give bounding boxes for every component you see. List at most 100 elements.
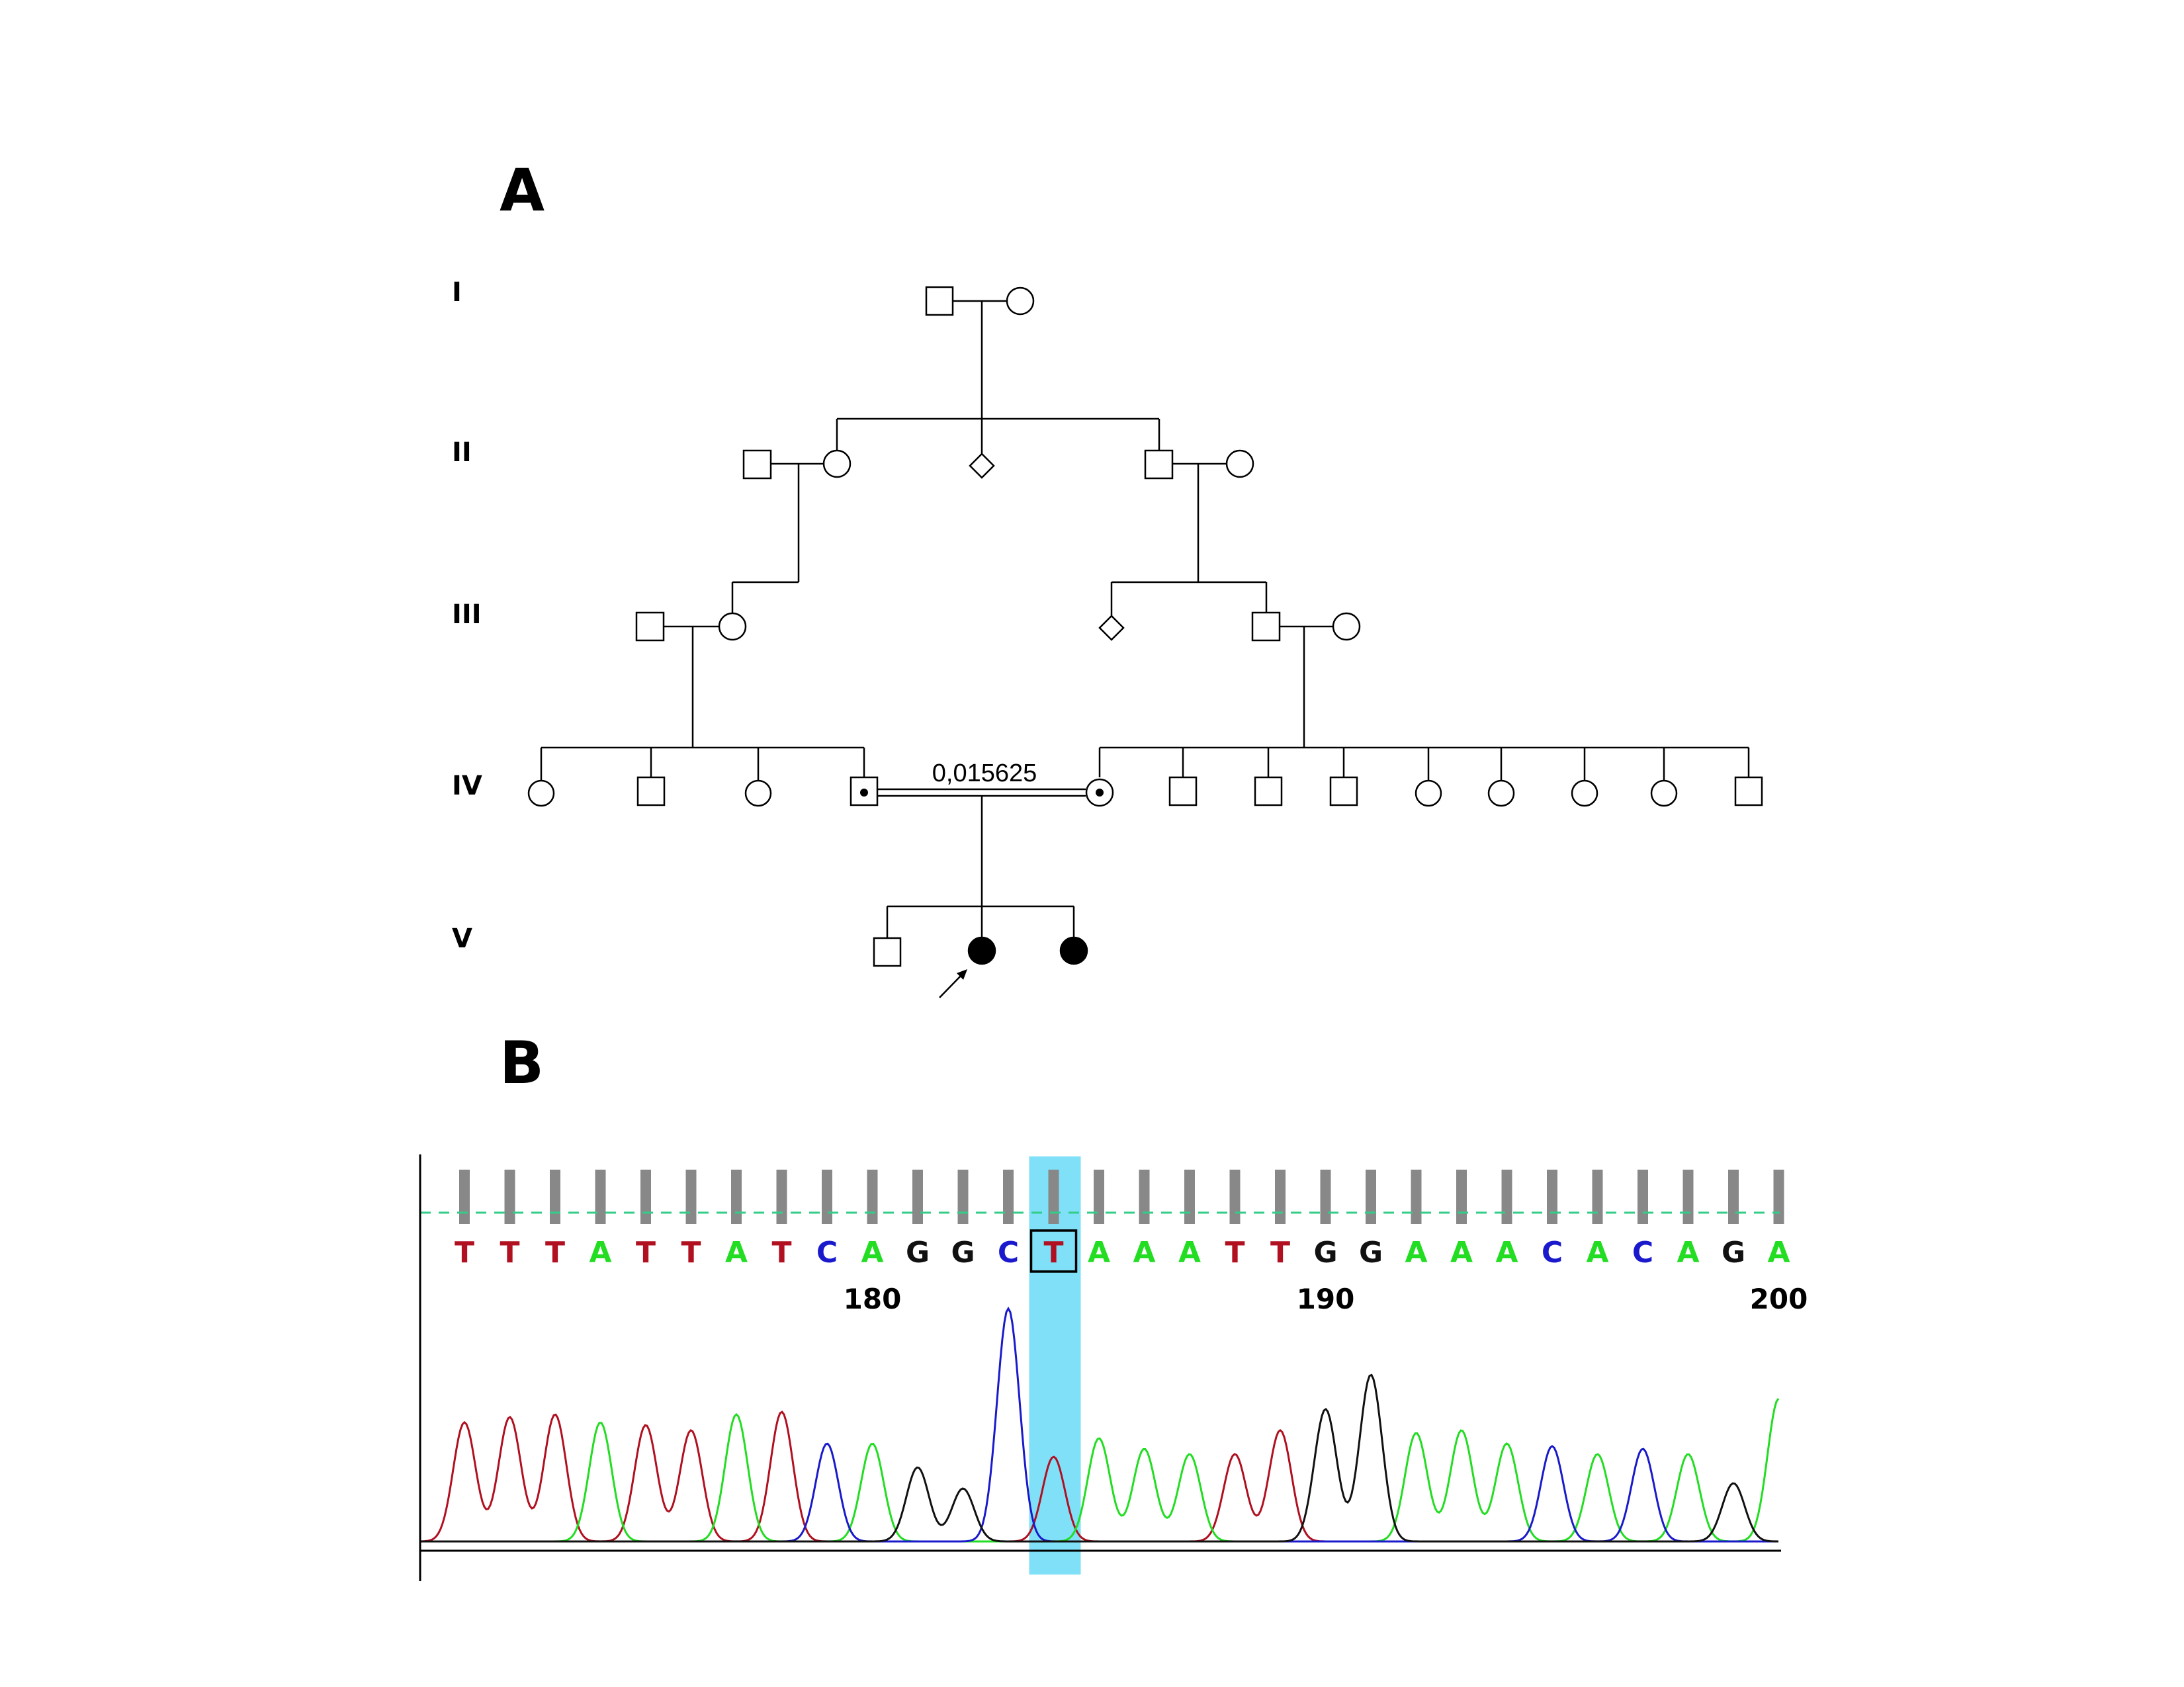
base-call: A: [1767, 1236, 1790, 1270]
base-call: C: [1632, 1236, 1653, 1270]
female-iv-1: [527, 779, 555, 807]
male-ii-1: [742, 449, 772, 480]
panel-a-label: A: [500, 156, 545, 224]
proband-arrow-icon: [939, 969, 967, 998]
base-call: T: [771, 1236, 791, 1270]
base-call: A: [725, 1236, 748, 1270]
unknown-sex-ii-3: [969, 453, 995, 479]
quality-bar: [1682, 1170, 1694, 1224]
quality-bar: [1229, 1170, 1241, 1224]
generation-label-i: I: [452, 277, 462, 308]
base-call: G: [906, 1236, 930, 1270]
quality-bar: [1456, 1170, 1467, 1224]
base-call: A: [861, 1236, 883, 1270]
quality-bar: [504, 1170, 515, 1224]
male-iii-4: [1251, 611, 1281, 642]
affected-female-proband: [967, 936, 996, 965]
trace-c: [421, 1306, 1778, 1543]
base-call: A: [1495, 1236, 1518, 1270]
base-call: C: [816, 1236, 838, 1270]
quality-bar: [731, 1170, 742, 1224]
quality-bar: [867, 1170, 878, 1224]
quality-bar: [1320, 1170, 1331, 1224]
quality-bar: [912, 1170, 923, 1224]
quality-bar: [1003, 1170, 1014, 1224]
position-label: 190: [1297, 1283, 1355, 1315]
female-i-2: [1006, 286, 1035, 316]
carrier-dot-icon: [860, 789, 868, 797]
pedigree-lines: [540, 300, 1750, 938]
base-call: A: [1178, 1236, 1201, 1270]
base-call: A: [589, 1236, 611, 1270]
quality-bar: [1094, 1170, 1104, 1224]
quality-bar: [1547, 1170, 1557, 1224]
base-call: G: [1359, 1236, 1383, 1270]
base-call: T: [1225, 1236, 1245, 1270]
base-call: T: [455, 1236, 474, 1270]
male-iv-2: [636, 776, 666, 806]
unknown-sex-iii-3: [1098, 615, 1125, 641]
male-iv-6: [1168, 776, 1198, 806]
carrier-dot-icon: [1096, 789, 1104, 797]
base-call: T: [636, 1236, 656, 1270]
base-call: G: [951, 1236, 975, 1270]
female-iv-3: [744, 779, 772, 807]
quality-bar: [550, 1170, 560, 1224]
panel-b-label: B: [500, 1029, 544, 1097]
quality-bar: [1501, 1170, 1512, 1224]
male-v-1: [873, 937, 902, 967]
generation-label-v: V: [452, 924, 472, 954]
generation-label-ii: II: [452, 437, 472, 468]
quality-bar: [822, 1170, 832, 1224]
trace-g: [421, 1373, 1779, 1543]
position-label: 180: [844, 1283, 902, 1315]
quality-bar: [957, 1170, 969, 1224]
consanguinity-coefficient: 0,015625: [932, 759, 1037, 787]
base-call: T: [545, 1236, 565, 1270]
base-call: A: [1088, 1236, 1110, 1270]
female-iv-12: [1650, 779, 1678, 807]
quality-bar: [1275, 1170, 1286, 1224]
quality-bar: [1411, 1170, 1422, 1224]
base-call: C: [998, 1236, 1019, 1270]
quality-bar: [1728, 1170, 1739, 1224]
carrier-male-iv-4: [850, 776, 879, 806]
quality-bar: [1184, 1170, 1195, 1224]
male-iv-8: [1329, 776, 1358, 806]
male-iv-7: [1254, 776, 1283, 806]
position-label: 200: [1750, 1283, 1808, 1315]
base-call: A: [1677, 1236, 1699, 1270]
base-call: A: [1133, 1236, 1155, 1270]
base-call: A: [1450, 1236, 1473, 1270]
quality-bar: [1773, 1170, 1784, 1224]
base-call: T: [500, 1236, 519, 1270]
male-i-1: [925, 286, 954, 316]
female-iv-11: [1571, 779, 1598, 807]
generation-label-iv: IV: [452, 771, 482, 801]
chromatogram-traces: [420, 1306, 1780, 1543]
quality-bar: [640, 1170, 651, 1224]
male-ii-4: [1144, 449, 1174, 480]
trace-t: [420, 1410, 1778, 1543]
quality-bar: [595, 1170, 606, 1224]
affected-female-v-3: [1059, 936, 1088, 965]
quality-bar: [1048, 1170, 1059, 1224]
quality-bar: [1592, 1170, 1603, 1224]
female-iv-9: [1415, 779, 1442, 807]
quality-bar: [685, 1170, 697, 1224]
male-iv-13: [1734, 776, 1763, 806]
generation-label-iii: III: [452, 599, 482, 630]
position-labels: 180 190 200: [844, 1283, 1808, 1315]
base-call: C: [1542, 1236, 1563, 1270]
female-ii-5: [1225, 449, 1254, 478]
base-call: T: [1270, 1236, 1290, 1270]
quality-bar: [459, 1170, 470, 1224]
female-iv-10: [1487, 779, 1515, 807]
variant-highlight: [1029, 1156, 1081, 1575]
variant-base-box: [1029, 1229, 1078, 1273]
quality-bar: [776, 1170, 787, 1224]
base-call: G: [1722, 1236, 1745, 1270]
base-call: A: [1586, 1236, 1608, 1270]
